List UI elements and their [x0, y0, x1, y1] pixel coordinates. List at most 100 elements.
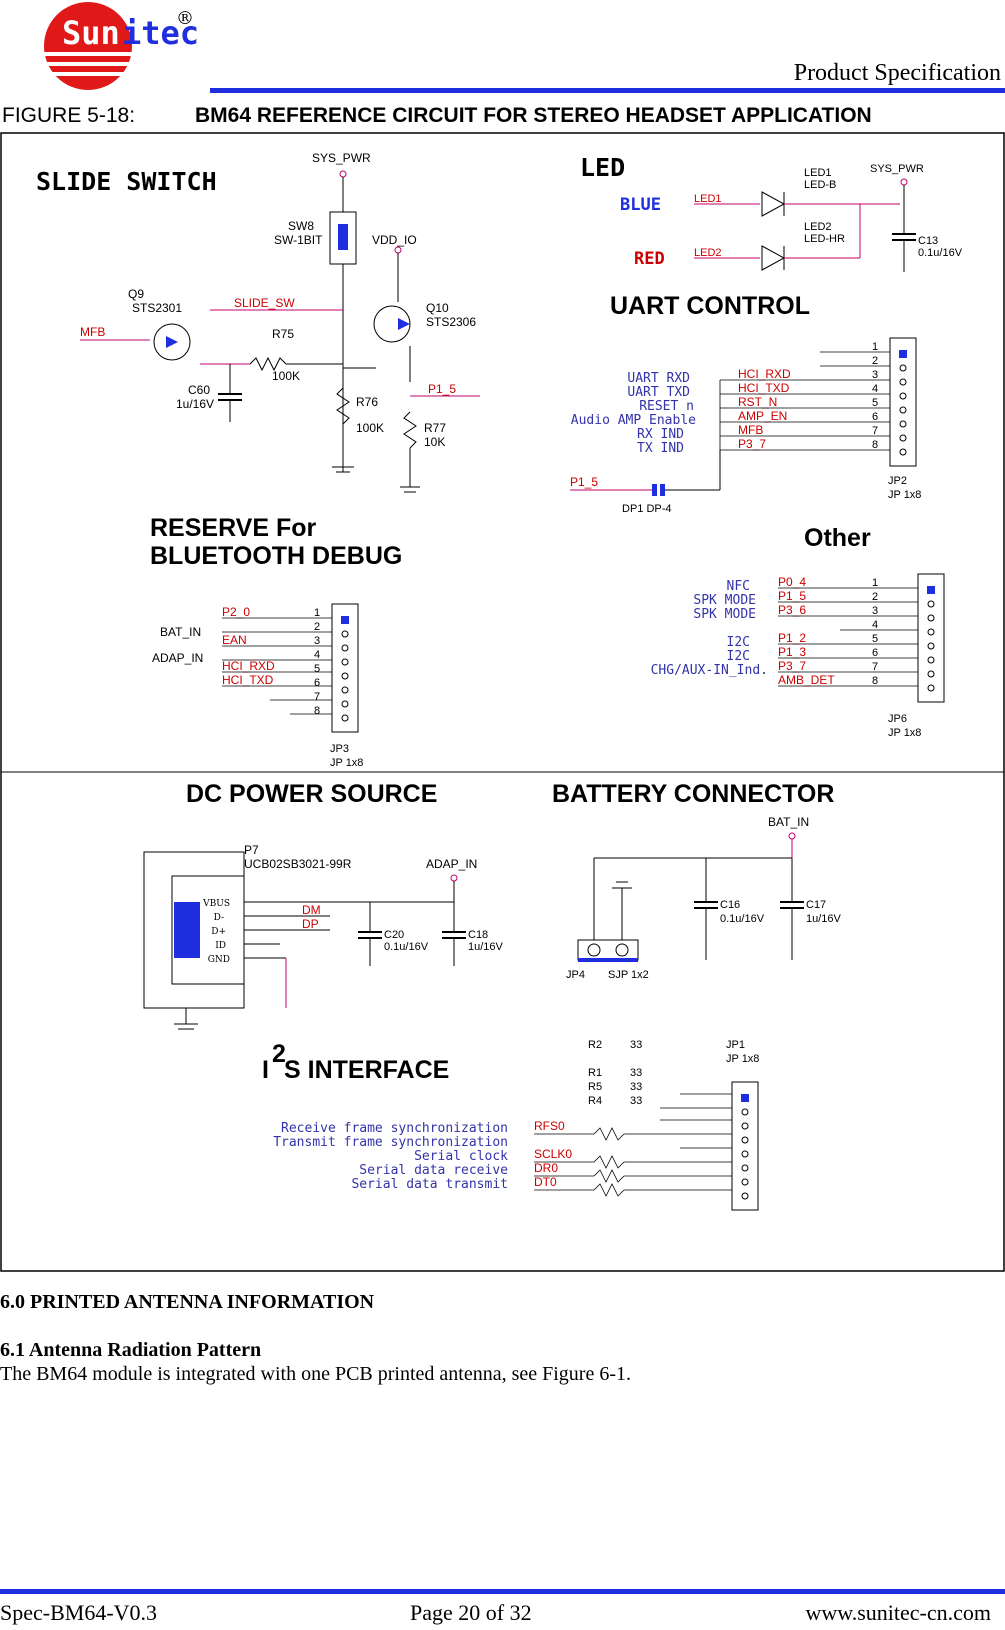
- led2-part: LED-HR: [804, 233, 845, 245]
- dc-power-block: DC POWER SOURCE VBUS D- D+ ID GND P7 UCB…: [143, 780, 504, 1030]
- r76-label: R76: [356, 395, 378, 409]
- other-desc-3: I2C: [727, 635, 750, 650]
- uart-desc-5: TX IND: [637, 441, 684, 456]
- c60-value: 1u/16V: [176, 397, 214, 411]
- jp6-label: JP6: [888, 713, 907, 725]
- p7-label: P7: [244, 843, 259, 857]
- jp2-pin-2: 2: [872, 355, 878, 367]
- figure-number: FIGURE 5-18:: [2, 104, 136, 127]
- dc-power-heading: DC POWER SOURCE: [186, 780, 437, 808]
- r75-resistor: [249, 356, 287, 372]
- debug-bat-in: BAT_IN: [160, 625, 201, 639]
- other-desc-2: SPK MODE: [693, 607, 756, 622]
- jp6-header: [917, 573, 945, 703]
- jp3-pin-4: 4: [314, 649, 320, 661]
- uart-block: UART CONTROL UART RXD UART TXD RESET n A…: [570, 292, 921, 515]
- jp2-pin-6: 6: [872, 411, 878, 423]
- logo-registered: ®: [176, 8, 194, 29]
- battery-bat-in: BAT_IN: [768, 815, 809, 829]
- r5-val: 33: [630, 1081, 642, 1093]
- figure-caption: FIGURE 5-18: BM64 REFERENCE CIRCUIT FOR S…: [2, 104, 872, 128]
- jp2-pin-5: 5: [872, 397, 878, 409]
- dc-adap-in: ADAP_IN: [426, 857, 477, 871]
- r4-ref: R4: [588, 1095, 602, 1107]
- r75-label: R75: [272, 327, 294, 341]
- other-desc-5: CHG/AUX-IN_Ind.: [651, 663, 768, 678]
- c16-value: 0.1u/16V: [720, 913, 765, 925]
- i2s-desc-0: Receive frame synchronization: [281, 1121, 508, 1136]
- uart-net-4: MFB: [738, 423, 763, 437]
- other-heading: Other: [804, 524, 871, 552]
- c60-label: C60: [188, 383, 210, 397]
- p7-pin-vbus: VBUS: [202, 899, 230, 909]
- jp6-pin-8: 8: [872, 675, 878, 687]
- other-net-5: P3_7: [778, 659, 806, 673]
- debug-net-0: P2_0: [222, 605, 250, 619]
- c13-label: C13: [918, 235, 938, 247]
- p1-5-net-a: P1_5: [428, 382, 456, 396]
- jp6-pin-5: 5: [872, 633, 878, 645]
- i2s-net-3: DT0: [534, 1175, 557, 1189]
- led1-net: LED1: [694, 193, 722, 205]
- led2-diode: [761, 245, 786, 271]
- r76-value: 100K: [356, 421, 384, 435]
- p7-part: UCB02SB3021-99R: [244, 857, 352, 871]
- debug-heading-2: BLUETOOTH DEBUG: [150, 542, 402, 570]
- i2s-desc-2: Serial clock: [414, 1149, 508, 1164]
- c13-value: 0.1u/16V: [918, 247, 963, 259]
- figure-title: BM64 REFERENCE CIRCUIT FOR STEREO HEADSE…: [195, 104, 872, 127]
- debug-adap-in: ADAP_IN: [152, 651, 203, 665]
- jp2-part: JP 1x8: [888, 489, 921, 501]
- debug-net-3: HCI_TXD: [222, 673, 274, 687]
- p7-pin-dp: D+: [211, 927, 226, 937]
- uart-net-3: AMP_EN: [738, 409, 787, 423]
- uart-net-5: P3_7: [738, 437, 766, 451]
- i2s-net-2: DR0: [534, 1161, 558, 1175]
- r77-label: R77: [424, 421, 446, 435]
- led-heading: LED: [580, 153, 625, 182]
- c20-value: 0.1u/16V: [384, 941, 429, 953]
- header-title: Product Specification: [793, 60, 1001, 86]
- led-sys-pwr: SYS_PWR: [870, 163, 924, 175]
- section-antenna: 6.0 PRINTED ANTENNA INFORMATION 6.1 Ante…: [0, 1290, 1000, 1386]
- schematic-diagram: SLIDE SWITCH SYS_PWR SW8 SW-1BIT VDD_IO …: [0, 132, 1005, 1272]
- jp1-header: [731, 1081, 759, 1211]
- logo-text-sun: Sun: [62, 14, 120, 52]
- p7-pin-gnd: GND: [208, 955, 230, 965]
- uart-desc-0: UART RXD: [627, 371, 690, 386]
- q9-label: Q9: [128, 287, 144, 301]
- sys-pwr-label: SYS_PWR: [312, 151, 371, 165]
- debug-net-1: EAN: [222, 633, 247, 647]
- jp3-pin-2: 2: [314, 621, 320, 633]
- jp2-pin-8: 8: [872, 439, 878, 451]
- footer-rule: [0, 1589, 1005, 1594]
- uart-heading: UART CONTROL: [610, 292, 810, 320]
- logo-text-itec: itec: [122, 14, 199, 52]
- jp2-label: JP2: [888, 475, 907, 487]
- i2s-heading-sup: 2: [272, 1040, 286, 1068]
- uart-net-1: HCI_TXD: [738, 381, 790, 395]
- jp3-pin-3: 3: [314, 635, 320, 647]
- jp4-connector: [577, 939, 639, 961]
- footer-doc-id: Spec-BM64-V0.3: [0, 1600, 158, 1625]
- schematic-frame: [0, 132, 1005, 1272]
- debug-heading-1: RESERVE For: [150, 514, 317, 542]
- slide-switch-heading: SLIDE SWITCH: [36, 167, 217, 196]
- other-block: Other NFC SPK MODE SPK MODE I2C I2C CHG/…: [651, 524, 945, 739]
- c20-label: C20: [384, 929, 404, 941]
- i2s-desc-3: Serial data receive: [359, 1163, 508, 1178]
- other-desc-0: NFC: [727, 579, 750, 594]
- jp6-pin-1: 1: [872, 577, 878, 589]
- footer-website[interactable]: www.sunitec-cn.com: [805, 1600, 991, 1625]
- led2-ref: LED2: [804, 221, 832, 233]
- q10-part: STS2306: [426, 315, 476, 329]
- jp1-part: JP 1x8: [726, 1053, 759, 1065]
- i2s-desc-1: Transmit frame synchronization: [273, 1135, 508, 1150]
- r77-value: 10K: [424, 435, 445, 449]
- jp6-pin-3: 3: [872, 605, 878, 617]
- other-net-4: P1_3: [778, 645, 806, 659]
- sunitec-logo: Sun itec ®: [44, 2, 199, 90]
- jp3-part: JP 1x8: [330, 757, 363, 769]
- q9-transistor: [153, 323, 191, 361]
- r5-ref: R5: [588, 1081, 602, 1093]
